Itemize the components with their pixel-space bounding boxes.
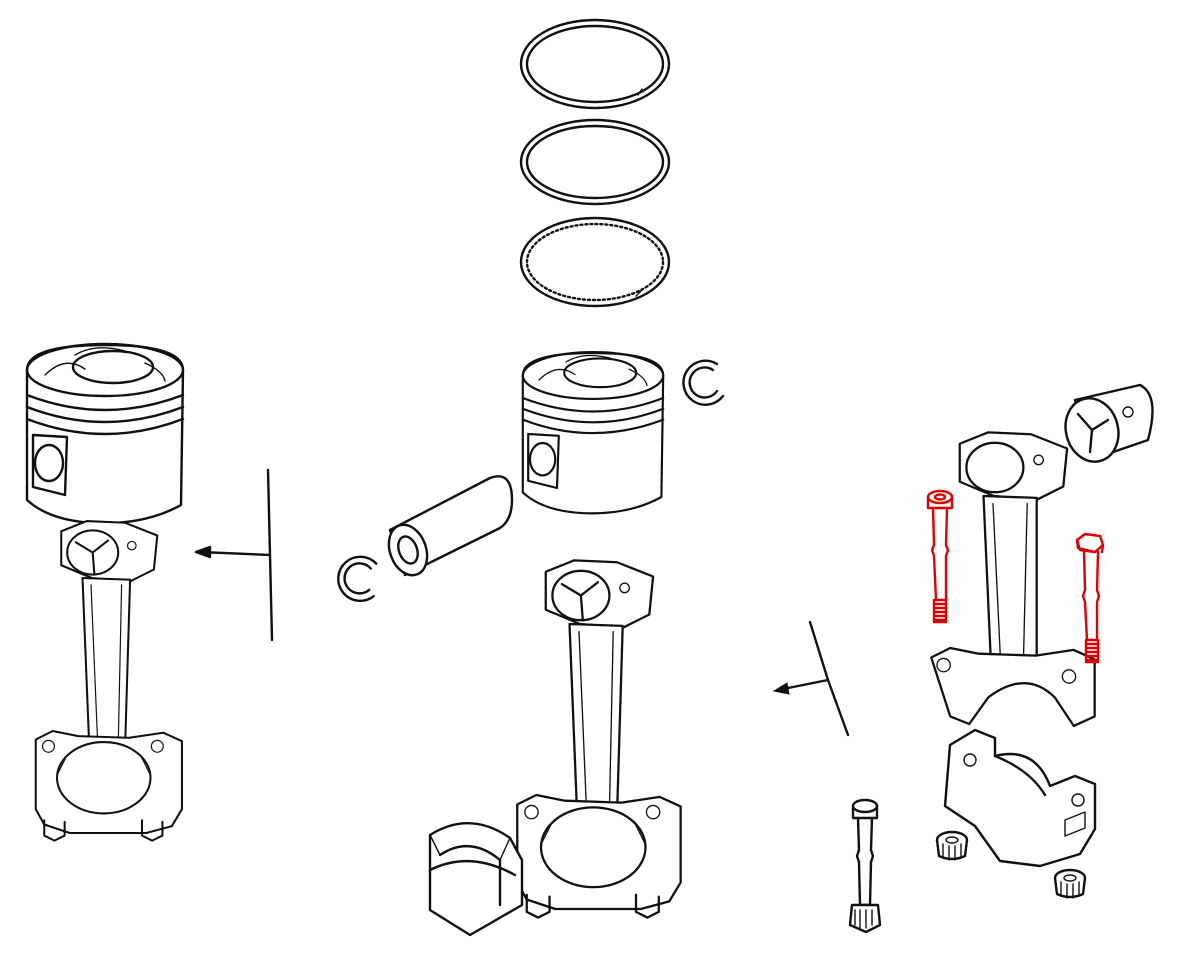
bearing-shell — [428, 822, 524, 937]
piston-ring-oil — [519, 216, 671, 308]
piston-pin — [387, 475, 514, 577]
piston-ring-top — [519, 18, 671, 110]
rod-nut-2 — [1053, 868, 1087, 900]
circlip-right — [682, 359, 725, 406]
rod-bolt-highlighted-1 — [926, 489, 954, 624]
piston — [521, 351, 665, 515]
rod-cap — [943, 728, 1097, 868]
rod-nut-1 — [935, 830, 969, 862]
circlip-left — [332, 550, 385, 606]
fitted-bolt — [848, 798, 882, 934]
assembly-arrow-right — [772, 620, 850, 737]
connecting-rod-exploded — [930, 431, 1096, 728]
small-end-bushing — [1064, 383, 1154, 463]
assembled-connecting-rod — [34, 520, 183, 842]
rod-bolt-highlighted-2 — [1075, 532, 1105, 664]
piston-ring-middle — [519, 118, 671, 206]
assembly-arrow-left — [194, 468, 274, 642]
connecting-rod — [516, 559, 682, 919]
assembled-piston — [25, 342, 185, 525]
